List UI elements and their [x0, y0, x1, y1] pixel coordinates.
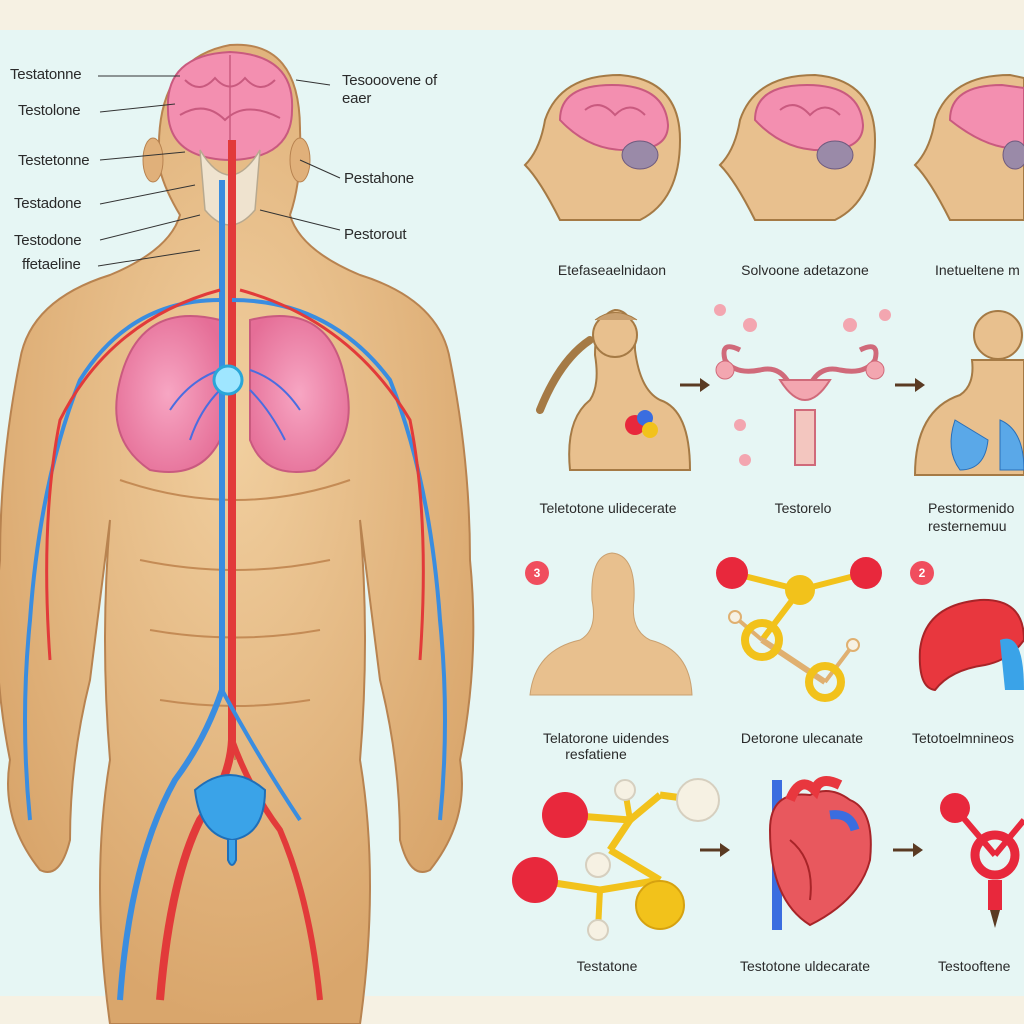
caption-r3-3: Detorone ulecanate	[740, 730, 864, 746]
caption-r4-1: Testatone	[576, 958, 638, 974]
caption-r3-1: Telatorone uidendes	[542, 730, 670, 746]
caption-r1-2: Solvoone adetazone	[741, 262, 869, 278]
body-label-right-2: eaer	[342, 90, 372, 107]
reproductive-organ	[714, 304, 891, 466]
head-profile-3	[913, 73, 1024, 221]
leader-lines	[97, 75, 341, 267]
body-label-1: Testatonne	[10, 66, 82, 83]
caption-r4-2: Testotone uldecarate	[740, 958, 870, 974]
caption-r2-3: Pestormenido	[928, 500, 1015, 516]
heart	[768, 776, 872, 930]
man-lungs	[913, 310, 1024, 476]
head-profile-2	[718, 73, 877, 221]
body-label-4: Testadone	[14, 195, 82, 212]
caption-r2-2: Testorelo	[774, 500, 832, 516]
body-label-5: Testodone	[14, 232, 82, 249]
body-label-right-1: Tesooovene of	[342, 72, 437, 89]
caption-r2-1: Teletotone ulidecerate	[539, 500, 677, 516]
step-badge-2: 2	[910, 561, 934, 585]
caption-r1-1: Etefaseaelnidaon	[557, 262, 667, 278]
caption-r2-4: resternemuu	[928, 518, 1007, 534]
arrow-right-2	[895, 378, 925, 392]
liver	[918, 598, 1024, 692]
caption-r3-2: resfatiene	[565, 746, 627, 762]
body-label-3: Testetonne	[18, 152, 90, 169]
circulatory-system	[23, 140, 447, 1001]
body-label-right-4: Pestorout	[344, 226, 407, 243]
caption-r1-3: Inetueltene m	[935, 262, 1020, 278]
molecule-small	[716, 557, 882, 702]
arrow-right-3	[700, 843, 730, 857]
molecule-ring	[940, 793, 1024, 928]
brain	[166, 50, 294, 161]
body-label-2: Testolone	[18, 102, 81, 119]
molecule-large	[512, 778, 720, 941]
arrow-right-1	[680, 378, 710, 392]
arrow-right-4	[893, 843, 923, 857]
body-label-6: ffetaeline	[22, 256, 81, 273]
step-badge-3: 3	[525, 561, 549, 585]
caption-r4-3: Testooftene	[938, 958, 1011, 974]
body-label-right-3: Pestahone	[344, 170, 414, 187]
man-thinking	[536, 308, 692, 471]
caption-r3-4: Tetotoelmnineos	[912, 730, 1014, 746]
torso-silhouette	[529, 552, 693, 696]
head-profile-1	[523, 73, 682, 221]
lungs	[115, 315, 350, 473]
